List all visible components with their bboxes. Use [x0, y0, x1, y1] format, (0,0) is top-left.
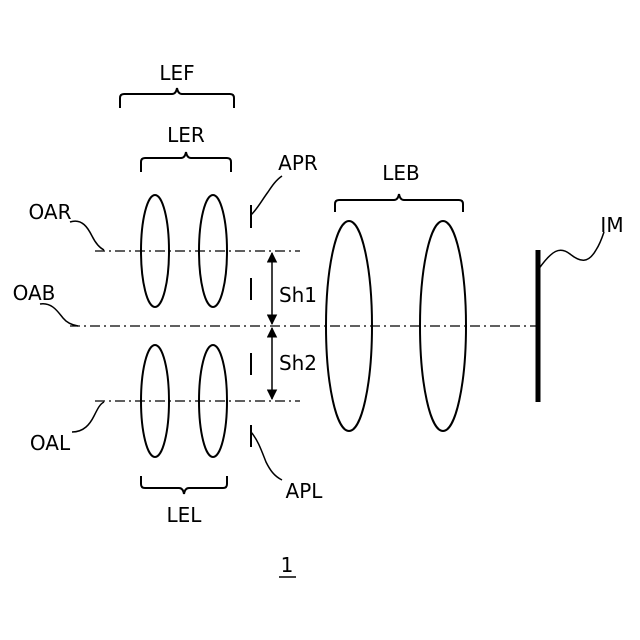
im-leader: [538, 232, 604, 270]
apl-leader: [251, 432, 282, 480]
brace-lel: [141, 476, 227, 494]
label-oar: OAR: [29, 200, 72, 224]
label-lel: LEL: [167, 503, 203, 527]
label-apl: APL: [286, 479, 324, 503]
apr-leader: [251, 176, 282, 215]
label-oal: OAL: [30, 431, 71, 455]
label-im: IM: [600, 213, 623, 237]
brace-leb: [335, 194, 463, 212]
label-oab: OAB: [13, 281, 56, 305]
brace-lef: [120, 88, 234, 108]
label-leb: LEB: [382, 161, 420, 185]
figure-number: 1: [281, 553, 294, 577]
brace-ler: [141, 152, 231, 172]
label-sh1: Sh1: [279, 283, 317, 307]
oab-leader: [40, 304, 78, 326]
label-apr: APR: [278, 151, 318, 175]
oal-leader: [72, 402, 104, 432]
label-sh2: Sh2: [279, 351, 317, 375]
label-ler: LER: [167, 123, 205, 147]
label-lef: LEF: [159, 61, 194, 85]
oar-leader: [70, 221, 104, 250]
